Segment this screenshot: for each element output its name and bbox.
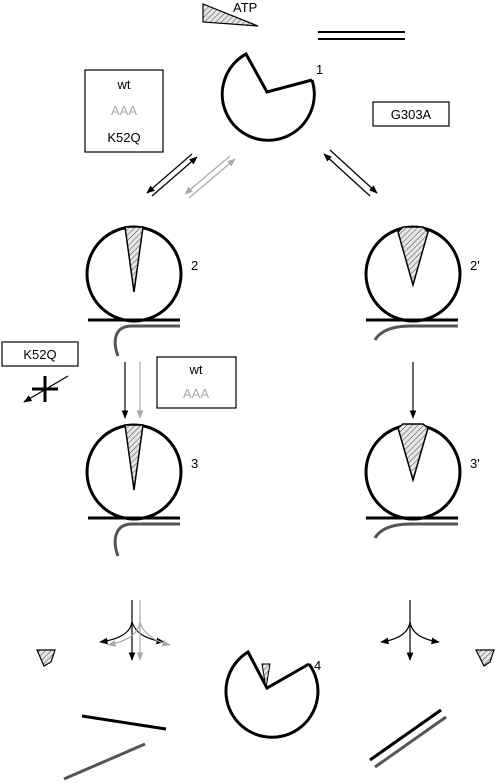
released-adp-right-icon: [475, 649, 495, 667]
variant-box-top: wt AAA K52Q: [84, 69, 164, 153]
box-top-aaa: AAA: [111, 103, 137, 118]
box-mid-aaa: AAA: [183, 386, 209, 401]
state-3prime-protein: [364, 423, 462, 539]
blocked-arrow-icon: [23, 375, 69, 403]
dna-duplex-top: [318, 31, 405, 40]
dissociation-fork-left: [99, 600, 171, 661]
ssdna-strand-black: [81, 714, 167, 731]
state-4-number: 4: [314, 658, 321, 673]
atp-label: ATP: [233, 0, 257, 15]
box-top-k52q: K52Q: [107, 130, 140, 145]
g303a-box: G303A: [372, 101, 450, 127]
state-1-number: 1: [316, 62, 323, 77]
atp-wedge-icon: [202, 3, 259, 27]
dissociation-fork-right: [380, 600, 440, 661]
state-2-protein: [85, 225, 183, 357]
equilibrium-arrows-1-2prime: [323, 149, 378, 197]
box-top-wt: wt: [117, 77, 131, 92]
state-2-number: 2: [191, 258, 198, 273]
box-mid-wt: wt: [189, 362, 203, 377]
equilibrium-arrows-1-2-black: [146, 153, 198, 197]
state-1-protein: [220, 51, 316, 142]
dna-duplex-bottom: [369, 708, 447, 769]
state-3-number: 3: [191, 456, 198, 471]
k52q-label: K52Q: [23, 347, 56, 362]
state-4-protein: [224, 649, 320, 739]
variant-box-middle: wt AAA: [156, 356, 237, 409]
state-2prime-protein: [364, 225, 462, 341]
state-2prime-number: 2': [470, 258, 480, 273]
g303a-label: G303A: [391, 107, 432, 122]
k52q-box: K52Q: [1, 341, 79, 367]
ssdna-strand-grey: [63, 742, 146, 781]
state-3prime-number: 3': [470, 456, 480, 471]
released-adp-left-icon: [36, 649, 56, 667]
state-3-protein: [85, 423, 183, 557]
equilibrium-arrows-1-2-grey: [184, 155, 236, 199]
